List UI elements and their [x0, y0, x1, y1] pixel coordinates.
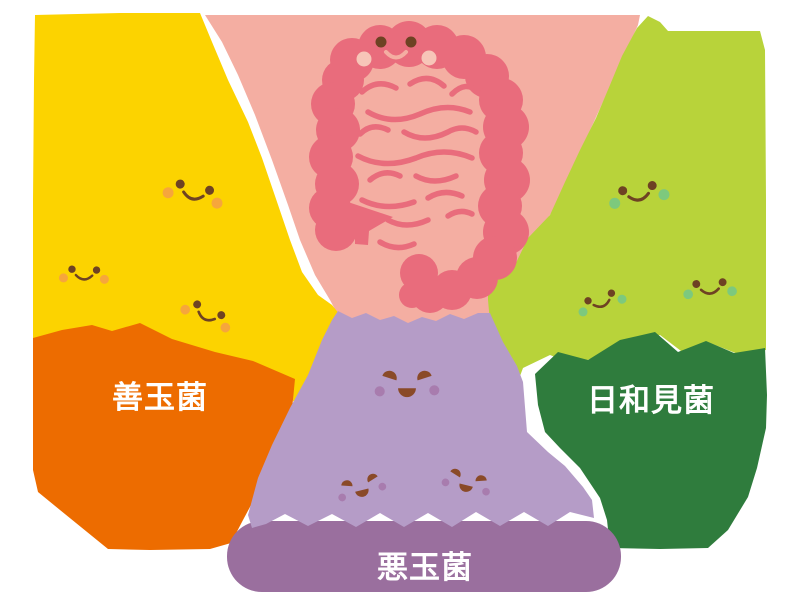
small-intestine: [355, 75, 481, 251]
bad-bacteria-label-blob: [227, 521, 621, 592]
cecum-funnel: [342, 200, 393, 245]
bad-bacteria-blob: [248, 311, 594, 528]
smile-mouth: [384, 50, 408, 60]
opportunistic-bacteria-label: 日和見菌: [587, 383, 715, 418]
good-bacteria-label: 善玉菌: [112, 380, 208, 415]
good-bacteria-label-blob: [33, 323, 295, 550]
good-bacteria-blob: [33, 13, 340, 405]
bad-bacteria-label: 悪玉菌: [377, 550, 473, 585]
left-cheek: [356, 51, 372, 67]
right-eye: [405, 36, 417, 48]
opportunistic-bacteria-blob: [488, 16, 766, 396]
left-eye: [375, 36, 387, 48]
intestine-face: [356, 36, 437, 67]
opportunistic-bacteria-label-blob: [535, 332, 767, 549]
right-cheek: [421, 50, 437, 66]
intestine-illustration: [309, 21, 530, 313]
